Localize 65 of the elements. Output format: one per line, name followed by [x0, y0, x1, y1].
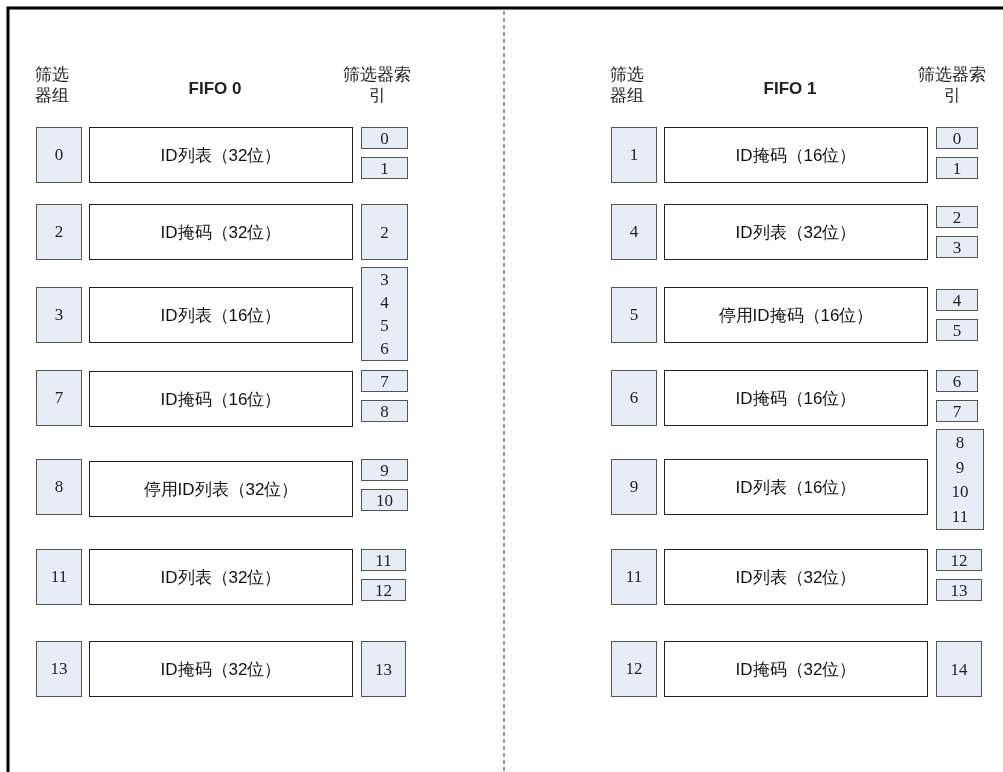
- filter-group-box: 1: [611, 127, 657, 183]
- filter-group-box: 8: [36, 459, 82, 515]
- filter-mode-box: ID列表（16位）: [89, 287, 353, 343]
- column-label: 筛选器索引: [917, 64, 987, 107]
- filter-mode-box: ID列表（16位）: [664, 459, 928, 515]
- filter-group-box: 11: [611, 549, 657, 605]
- index-number: 9: [955, 458, 965, 476]
- filter-index-box: 1: [936, 157, 978, 179]
- filter-index-box: 14: [936, 641, 982, 697]
- filter-index-box: 13: [361, 641, 406, 697]
- column-heading: FIFO 1: [762, 78, 818, 100]
- filter-index-box: 13: [936, 579, 982, 601]
- index-number: 3: [380, 271, 389, 288]
- filter-group-box: 4: [611, 204, 657, 260]
- filter-group-box: 9: [611, 459, 657, 515]
- index-number: 5: [380, 317, 389, 334]
- filter-mode-box: ID掩码（16位）: [89, 371, 353, 427]
- filter-index-box: 4: [936, 289, 978, 311]
- filter-index-box: 10: [361, 489, 408, 511]
- filter-index-box: 9: [361, 459, 408, 481]
- filter-index-box: 6: [936, 370, 978, 392]
- filter-group-box: 12: [611, 641, 657, 697]
- column-label: 筛选器组: [609, 64, 645, 107]
- filter-index-box: 8: [361, 400, 408, 422]
- filter-mode-box: ID列表（32位）: [664, 549, 928, 605]
- index-number: 4: [380, 294, 389, 311]
- filter-index-box: 0: [361, 127, 408, 149]
- filter-group-box: 7: [36, 370, 82, 426]
- column-label: 筛选器组: [34, 64, 70, 107]
- filter-mode-box: ID掩码（32位）: [89, 641, 353, 697]
- filter-mode-box: ID列表（32位）: [89, 127, 353, 183]
- filter-group-box: 5: [611, 287, 657, 343]
- filter-mode-box: 停用ID掩码（16位）: [664, 287, 928, 343]
- index-number: 8: [955, 433, 965, 451]
- filter-mode-box: 停用ID列表（32位）: [89, 461, 353, 517]
- filter-mode-box: ID掩码（32位）: [89, 204, 353, 260]
- filter-mode-box: ID掩码（16位）: [664, 370, 928, 426]
- index-number: 10: [951, 483, 969, 501]
- filter-index-box: 12: [361, 579, 406, 601]
- column-heading: FIFO 0: [187, 78, 243, 100]
- filter-index-box: 2: [361, 204, 408, 260]
- filter-group-box: 3: [36, 287, 82, 343]
- filter-mode-box: ID掩码（16位）: [664, 127, 928, 183]
- filter-index-box: [361, 267, 408, 361]
- filter-group-box: 13: [36, 641, 82, 697]
- filter-mode-box: ID列表（32位）: [89, 549, 353, 605]
- filter-index-box: 12: [936, 549, 982, 571]
- column-label: 筛选器索引: [342, 64, 412, 107]
- filter-index-box: 7: [361, 370, 408, 392]
- filter-index-box: 2: [936, 206, 978, 228]
- filter-index-box: 1: [361, 157, 408, 179]
- index-number: 6: [380, 340, 389, 357]
- filter-mode-box: ID列表（32位）: [664, 204, 928, 260]
- filter-index-box: 7: [936, 400, 978, 422]
- filter-group-box: 0: [36, 127, 82, 183]
- filter-index-box: 5: [936, 319, 978, 341]
- filter-group-box: 6: [611, 370, 657, 426]
- filter-index-box: [936, 429, 984, 530]
- filter-index-box: 0: [936, 127, 978, 149]
- index-number: 11: [951, 508, 969, 526]
- filter-group-box: 2: [36, 204, 82, 260]
- filter-mode-box: ID掩码（32位）: [664, 641, 928, 697]
- filter-index-box: 3: [936, 236, 978, 258]
- filter-index-box: 11: [361, 549, 406, 571]
- filter-group-box: 11: [36, 549, 82, 605]
